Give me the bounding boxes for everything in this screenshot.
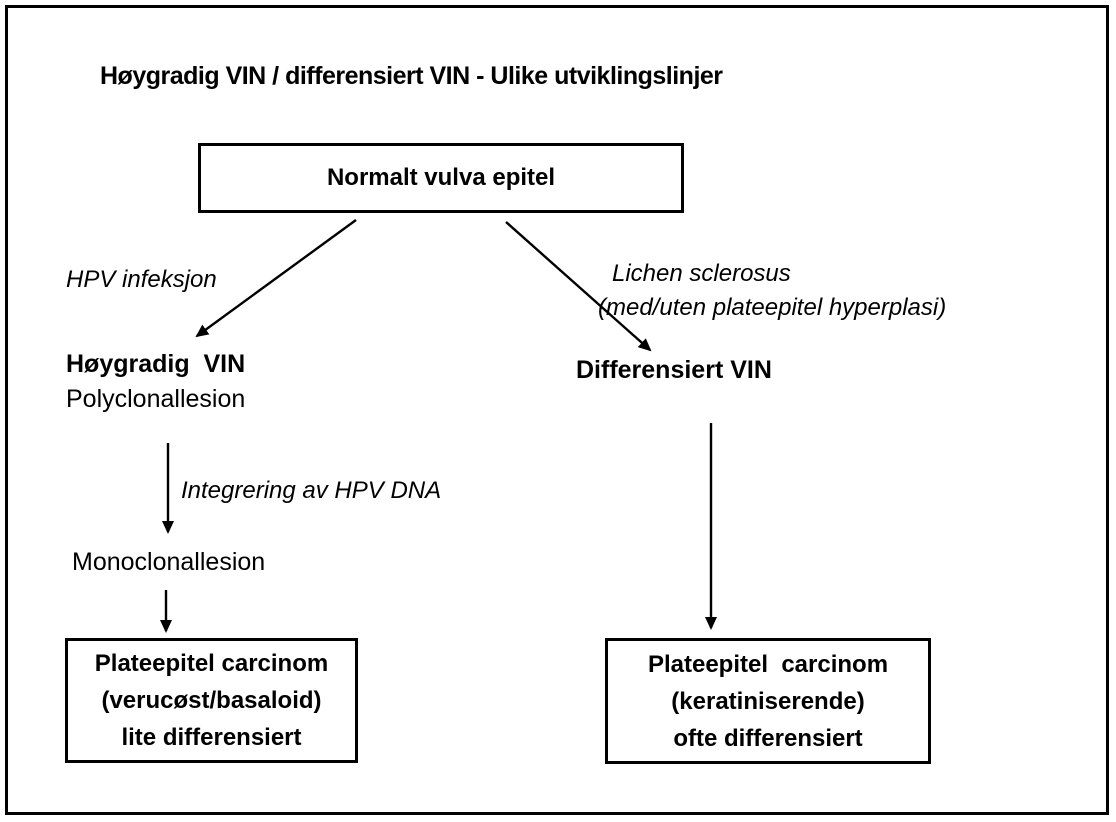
node-monoclonal-lesion-label: Monoclonallesion [72,548,266,576]
edge-label-hpv-infeksjon: HPV infeksjon [66,266,217,293]
node-polyclonal-lesion-label: Polyclonallesion [66,385,246,413]
node-normal-vulva-epitel: Normalt vulva epitel [198,143,684,213]
outer-frame [5,5,1109,815]
node-hoygradig-vin-label: Høygradig VIN [66,350,246,378]
edge-label-integrering-av-hpv-dna: Integrering av HPV DNA [181,477,442,504]
carcinoma-right-line2: (keratiniserende) [671,687,865,715]
carcinoma-left-line3: lite differensiert [121,724,302,751]
node-differensiert-vin-label: Differensiert VIN [576,356,772,384]
carcinoma-right-line1: Plateepitel carcinom [647,650,889,678]
carcinoma-left-line1: Plateepitel carcinom [94,650,329,677]
node-normal-vulva-epitel-label: Normalt vulva epitel [326,164,556,191]
edge-label-lichen-sclerosus-line2: (med/uten plateepitel hyperplasi) [598,294,947,321]
carcinoma-left-line2: (verucøst/basaloid) [101,687,322,714]
node-plateepitel-carcinom-verucost: Plateepitel carcinom (verucøst/basaloid)… [65,638,358,763]
carcinoma-right-line3: ofte differensiert [673,724,863,752]
diagram-title: Høygradig VIN / differensiert VIN - Ulik… [100,62,723,90]
node-plateepitel-carcinom-keratiniserende: Plateepitel carcinom (keratiniserende) o… [605,638,931,764]
edge-label-lichen-sclerosus-line1: Lichen sclerosus [612,260,791,287]
